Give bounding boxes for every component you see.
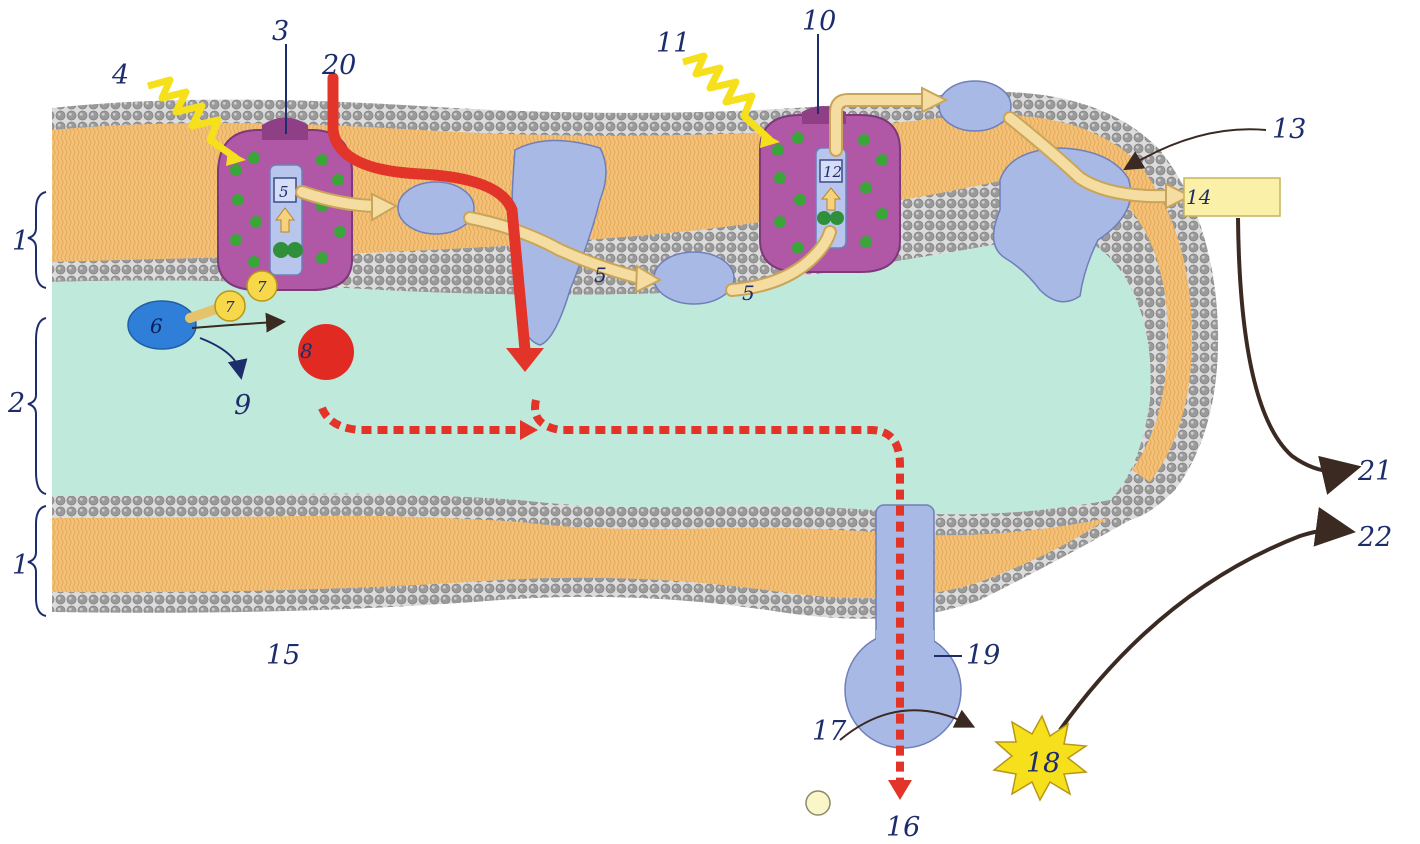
label-18: 18	[1026, 748, 1060, 779]
label-1-upper: 1	[12, 226, 29, 257]
label-14: 14	[1186, 185, 1211, 209]
label-15: 15	[266, 640, 300, 671]
plastoquinone-carrier	[398, 182, 474, 234]
label-5-middle: 5	[594, 263, 607, 287]
label-8: 8	[300, 339, 313, 363]
label-6: 6	[150, 314, 163, 338]
ferredoxin-carrier	[939, 81, 1011, 131]
adp-molecule	[806, 791, 830, 815]
label-2: 2	[7, 388, 25, 419]
label-1-lower: 1	[12, 550, 29, 581]
label-9: 9	[234, 390, 251, 421]
label-5-ps2: 5	[279, 183, 289, 201]
label-5-right: 5	[742, 281, 755, 305]
label-13: 13	[1272, 114, 1306, 145]
label-3: 3	[272, 16, 289, 47]
label-11: 11	[656, 28, 690, 59]
proton-exit-arrowhead	[888, 780, 912, 800]
label-10: 10	[802, 6, 836, 37]
label-21: 21	[1357, 456, 1392, 487]
label-19: 19	[966, 640, 1000, 671]
output-arrow-21	[1238, 218, 1346, 471]
output-arrow-22	[1060, 530, 1340, 730]
label-4: 4	[111, 60, 129, 91]
label-16: 16	[886, 812, 920, 843]
label-7b: 7	[257, 278, 267, 296]
label-17: 17	[812, 716, 847, 747]
label-22: 22	[1357, 522, 1392, 553]
brackets	[28, 192, 46, 616]
plastocyanin-carrier	[654, 252, 734, 304]
label-7a: 7	[225, 298, 235, 316]
label-20: 20	[321, 50, 356, 81]
label-12: 12	[823, 163, 842, 181]
